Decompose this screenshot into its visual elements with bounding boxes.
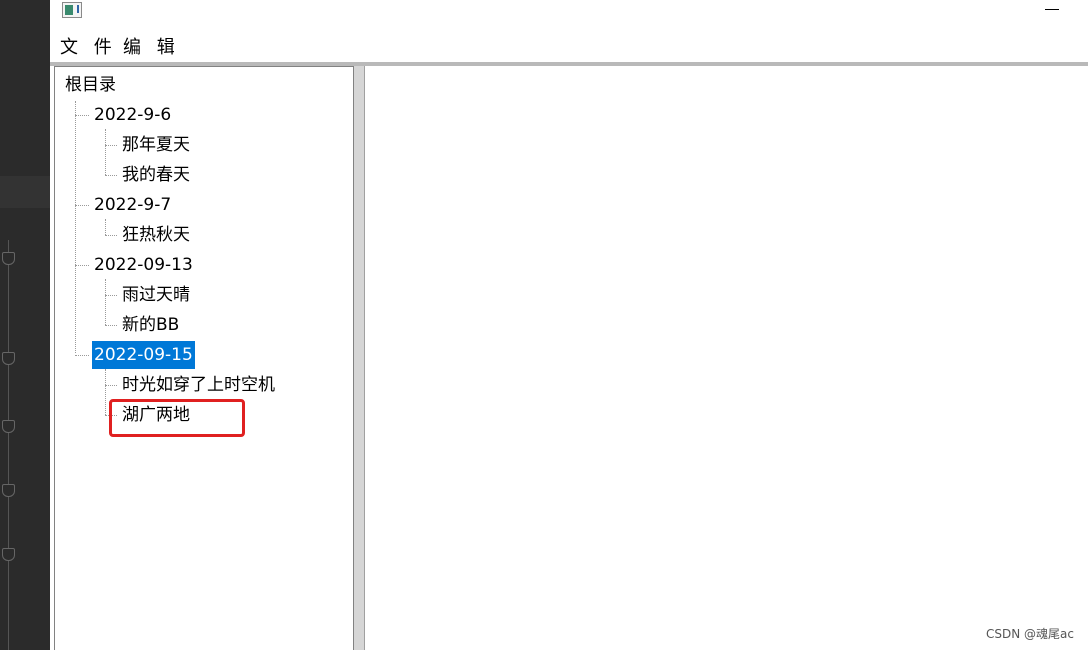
tree-connector (105, 295, 117, 296)
tree-connector (105, 219, 106, 235)
background-node-icon (2, 352, 15, 365)
tree-connector (105, 145, 117, 146)
background-node-icon (2, 420, 15, 433)
menu-bar: 文 件 编 辑 (50, 34, 1088, 62)
tree-connector (75, 355, 89, 356)
tree-node-item[interactable]: 湖广两地 (122, 405, 190, 425)
app-icon (62, 2, 82, 18)
tree-connector (75, 115, 89, 116)
tree-connector (75, 101, 76, 353)
title-bar[interactable] (50, 0, 1088, 28)
tree-node-item[interactable]: 新的BB (122, 315, 180, 335)
menu-file[interactable]: 文 件 (60, 37, 117, 58)
tree-node-date-selected[interactable]: 2022-09-15 (92, 341, 195, 369)
background-node-icon (2, 252, 15, 265)
tree-node-root[interactable]: 根目录 (65, 75, 116, 95)
tree-connector (105, 175, 117, 176)
splitter[interactable] (354, 66, 364, 650)
tree-connector (105, 129, 106, 175)
tree-connector (105, 235, 117, 236)
tree-connector (105, 325, 117, 326)
tree-node-item[interactable]: 时光如穿了上时空机 (122, 375, 275, 395)
background-rail (8, 240, 9, 650)
background-node-icon (2, 548, 15, 561)
tree-node-item[interactable]: 狂热秋天 (122, 225, 190, 245)
minimize-button[interactable] (1038, 0, 1068, 22)
app-window: 文 件 编 辑 根目录 2022-9-6 那年夏天 我的春天 2022-9-7 … (50, 0, 1088, 650)
menu-separator (50, 62, 1088, 66)
tree-connector (105, 369, 106, 415)
background-band (0, 176, 50, 208)
tree-node-item[interactable]: 我的春天 (122, 165, 190, 185)
content-panel[interactable] (364, 66, 1088, 650)
watermark: CSDN @魂尾ac (986, 627, 1074, 641)
tree-connector (75, 265, 89, 266)
menu-edit[interactable]: 编 辑 (123, 37, 180, 58)
tree-node-date[interactable]: 2022-9-6 (94, 105, 172, 125)
tree-node-item[interactable]: 雨过天晴 (122, 285, 190, 305)
tree-node-item[interactable]: 那年夏天 (122, 135, 190, 155)
tree-connector (75, 205, 89, 206)
tree-connector (105, 279, 106, 325)
annotation-highlight-box (109, 399, 245, 437)
tree-node-date[interactable]: 2022-09-13 (94, 255, 193, 275)
tree-node-date[interactable]: 2022-9-7 (94, 195, 172, 215)
tree-view[interactable]: 根目录 2022-9-6 那年夏天 我的春天 2022-9-7 狂热秋天 202… (54, 66, 354, 650)
tree-connector (105, 385, 117, 386)
background-node-icon (2, 484, 15, 497)
background-window-strip (0, 0, 50, 650)
